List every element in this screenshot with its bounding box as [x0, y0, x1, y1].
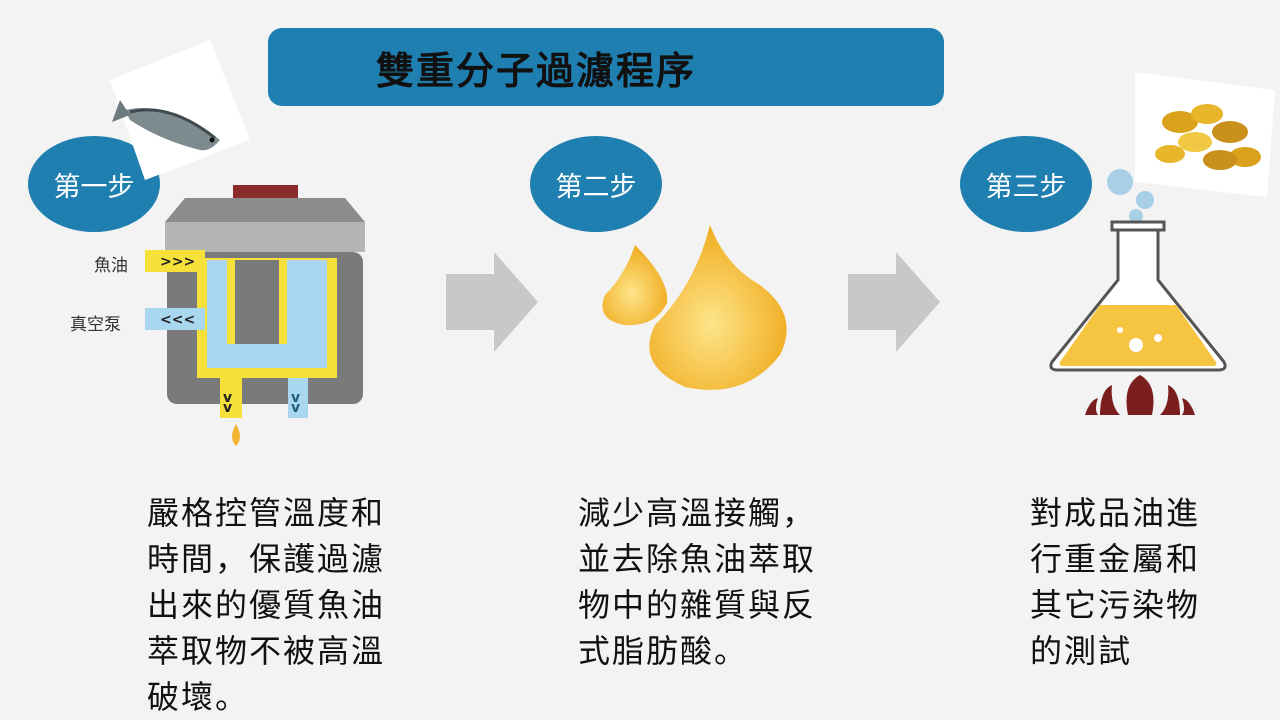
step-3-description: 對成品油進 行重金屬和 其它污染物 的測試	[1030, 494, 1201, 670]
fish-image	[110, 40, 250, 180]
capsules-image	[1135, 72, 1275, 197]
vacuum-pump-label: 真空泵	[70, 315, 121, 335]
fish-oil-label: 魚油	[94, 256, 128, 276]
svg-text:<<<: <<<	[160, 312, 195, 328]
flask-icon	[1049, 169, 1227, 415]
svg-text:v: v	[223, 390, 232, 406]
step-2-description: 減少高溫接觸， 並去除魚油萃取 物中的雜質與反 式脂肪酸。	[578, 494, 817, 670]
step-1-description: 嚴格控管溫度和 時間，保護過濾 出來的優質魚油 萃取物不被高溫 破壞。	[147, 494, 386, 716]
svg-text:v: v	[223, 400, 232, 416]
step-3-badge: 第三步	[960, 136, 1092, 232]
title-banner: 雙重分子過濾程序	[268, 28, 944, 106]
step-2-badge: 第二步	[530, 136, 662, 232]
svg-text:>>>: >>>	[160, 254, 195, 270]
arrow-right-icon	[446, 252, 538, 352]
oil-drops-icon	[602, 225, 787, 390]
arrow-right-icon-2	[848, 252, 940, 352]
svg-text:v: v	[291, 400, 300, 416]
vacuum-distillation-machine-icon: >>> <<< v v v v	[145, 185, 365, 446]
page-title: 雙重分子過濾程序	[376, 48, 697, 93]
svg-text:v: v	[291, 390, 300, 406]
